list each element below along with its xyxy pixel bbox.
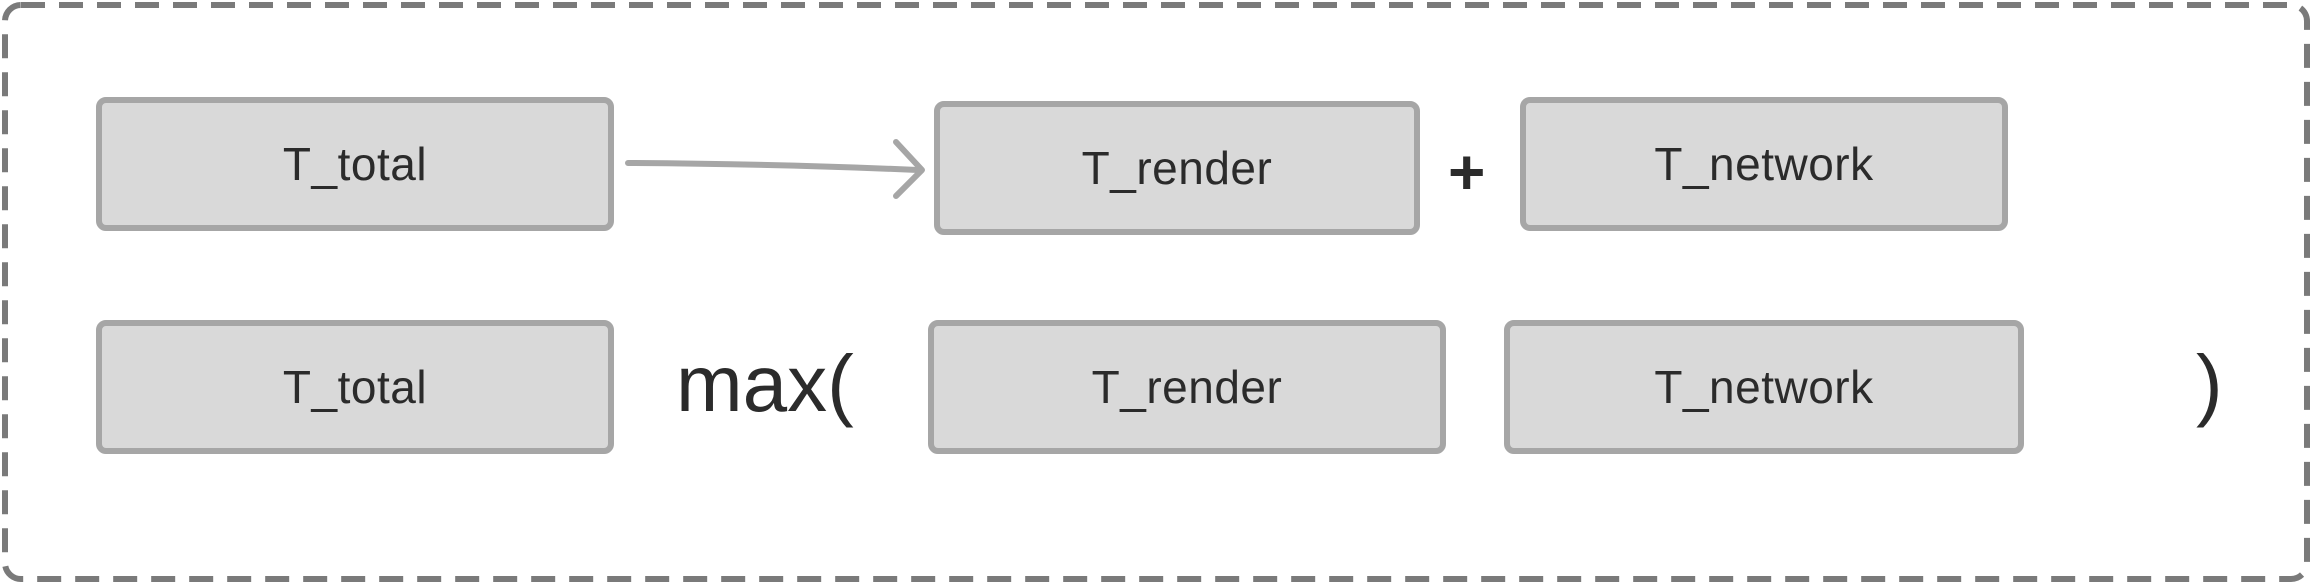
row1-network-box: T_network	[1520, 97, 2008, 231]
row2-network-label: T_network	[1654, 361, 1874, 413]
arrow-icon	[625, 139, 925, 199]
max-function-open: max(	[676, 339, 854, 428]
row2-network-box: T_network	[1504, 320, 2024, 454]
max-function-close: )	[2196, 339, 2223, 428]
row1-total-label: T_total	[282, 138, 428, 190]
row2-total-label: T_total	[282, 361, 428, 413]
row2-render-box: T_render	[928, 320, 1446, 454]
row2-render-label: T_render	[1091, 361, 1283, 413]
row1-render-label: T_render	[1081, 142, 1273, 194]
plus-operator: +	[1448, 136, 1486, 208]
row2-total-box: T_total	[96, 320, 614, 454]
row1-render-box: T_render	[934, 101, 1420, 235]
row1-total-box: T_total	[96, 97, 614, 231]
row1-network-label: T_network	[1654, 138, 1874, 190]
